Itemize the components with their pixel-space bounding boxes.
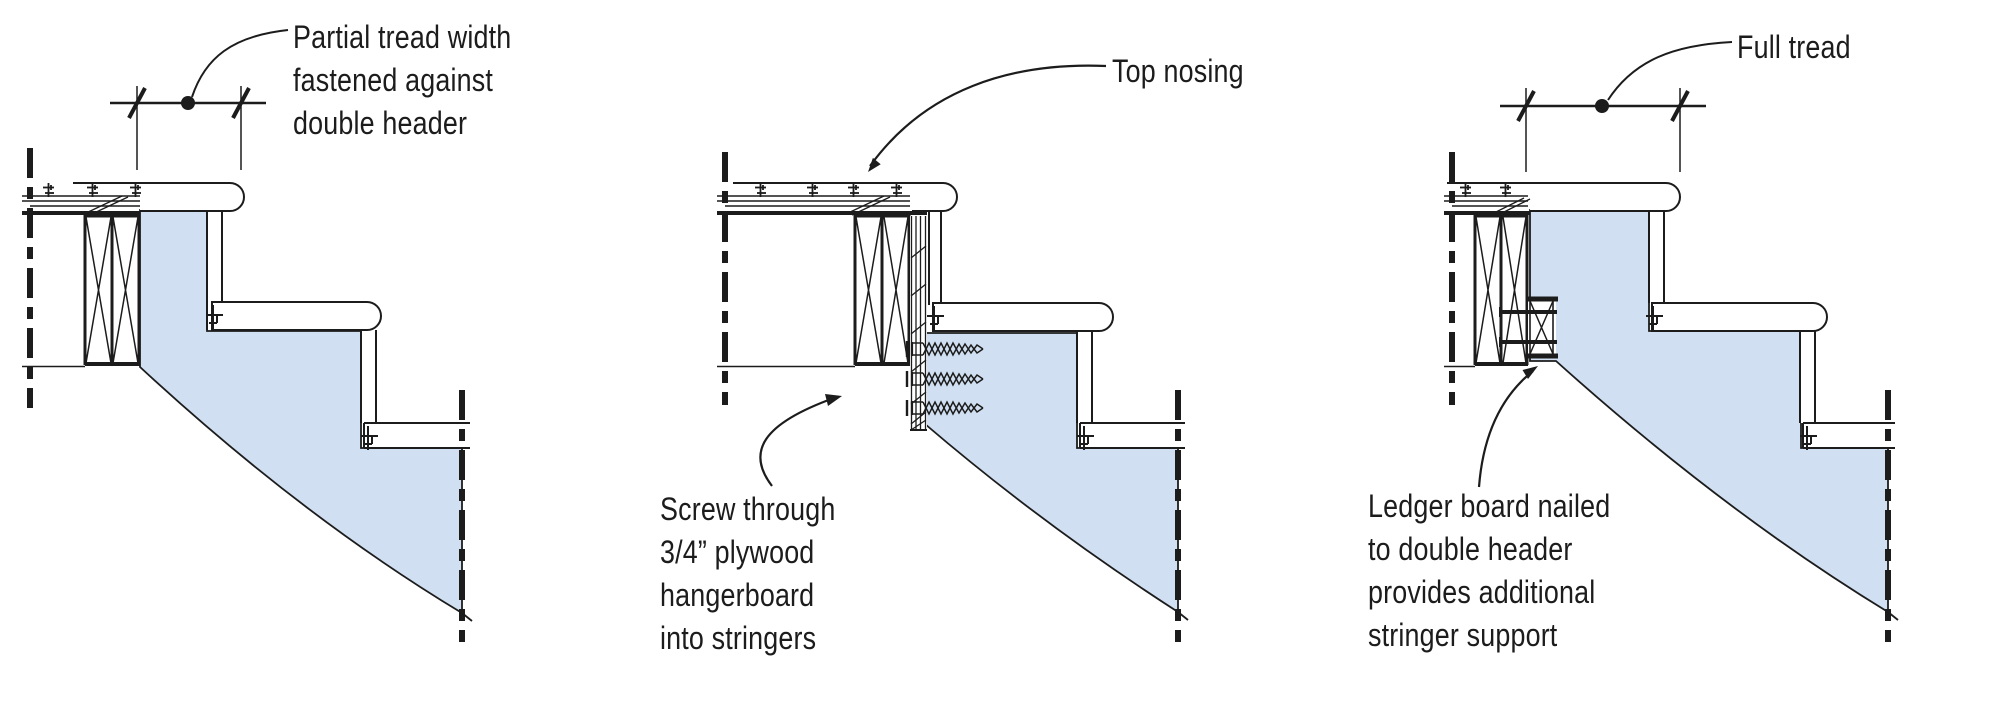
stringer-shape [139, 209, 463, 615]
double-header [83, 213, 141, 366]
leader-dot [1595, 99, 1609, 113]
riser [360, 330, 377, 423]
arrowhead-icon [825, 394, 842, 406]
annotation-line: Ledger board nailed [1368, 488, 1611, 524]
tread [205, 301, 382, 331]
arrowhead-icon [1522, 366, 1538, 379]
floor-framing [22, 182, 142, 216]
annotation-full-tread: Full tread [1737, 26, 1851, 69]
annotation-line: Partial tread width [293, 19, 512, 55]
panel-right-drawing [1444, 41, 1899, 642]
stringer-shape [924, 332, 1179, 614]
top-nosing [733, 182, 958, 212]
tread [926, 302, 1114, 332]
annotation-partial-tread: Partial tread width fastened against dou… [293, 16, 511, 145]
riser [1076, 331, 1093, 423]
annotation-line: double header [293, 105, 468, 141]
leader-dot [181, 96, 195, 110]
annotation-ledger-board: Ledger board nailed to double header pro… [1368, 485, 1610, 657]
floor-framing [717, 182, 927, 216]
annotation-line: into stringers [660, 620, 817, 656]
top-tread [73, 182, 245, 212]
riser [1799, 331, 1816, 423]
annotation-line: fastened against [293, 62, 493, 98]
annotation-line: Screw through [660, 491, 836, 527]
tread [1076, 422, 1185, 451]
tread [1645, 302, 1828, 332]
annotation-screw-hangerboard: Screw through 3/4” plywood hangerboard i… [660, 488, 836, 660]
floor-framing [1444, 182, 1531, 216]
tread [1799, 422, 1895, 451]
panel-middle-drawing [717, 64, 1189, 642]
annotation-line: Top nosing [1112, 53, 1244, 89]
riser [928, 211, 942, 305]
annotation-top-nosing: Top nosing [1112, 50, 1244, 93]
dimension-full-tread [1500, 88, 1706, 172]
leader-line [191, 29, 289, 98]
dimension-partial-tread [110, 86, 266, 170]
leader-line [1607, 41, 1733, 101]
riser [1648, 211, 1665, 303]
ledger-board [1499, 296, 1558, 359]
annotation-line: stringer support [1368, 617, 1558, 653]
annotation-line: provides additional [1368, 574, 1596, 610]
leader-line [759, 394, 842, 487]
double-header [853, 213, 911, 366]
annotation-line: 3/4” plywood [660, 534, 815, 570]
tread [360, 422, 470, 451]
leader-line [1477, 366, 1538, 488]
top-tread [1447, 182, 1681, 212]
panel-left-drawing [22, 29, 473, 642]
annotation-line: hangerboard [660, 577, 815, 613]
hangerboard [910, 216, 927, 431]
arrowhead-icon [868, 157, 881, 172]
annotation-line: to double header [1368, 531, 1573, 567]
leader-line [868, 64, 1107, 172]
annotation-line: Full tread [1737, 29, 1851, 65]
